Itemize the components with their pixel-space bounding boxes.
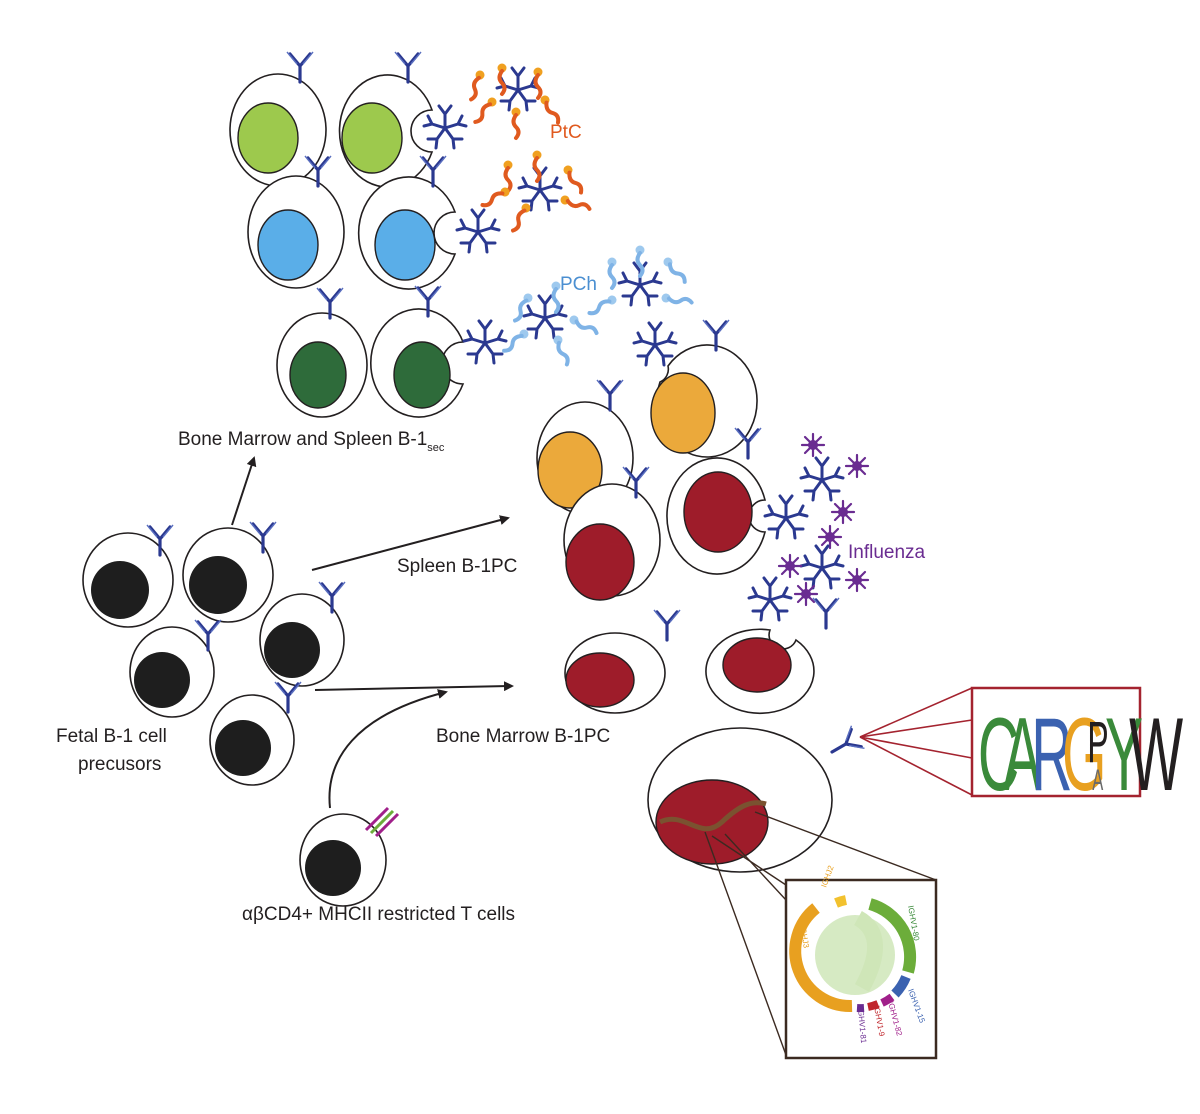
bm-b1pc-cell-1 xyxy=(564,608,682,714)
fetal-cell-3 xyxy=(129,618,223,718)
fetal-precursor-group xyxy=(82,520,347,786)
motif-letter-a: A xyxy=(1003,696,1041,812)
gene-panel-connector-lines xyxy=(704,811,937,1056)
ptc-complex-group xyxy=(464,61,593,235)
label-influenza: Influenza xyxy=(848,542,926,563)
svg-text:Bone Marrow and Spleen B-1sec: Bone Marrow and Spleen B-1sec xyxy=(178,429,445,454)
label-bone-marrow-spleen-sub: sec xyxy=(427,442,445,454)
spleen-b1pc-cell-red-1 xyxy=(563,465,661,601)
gene-label-ighj3: IGHJ3 xyxy=(798,925,811,949)
motif-letter-y: Y xyxy=(1105,696,1143,812)
spleen-b1pc-cell-red-2 xyxy=(666,426,809,575)
label-fetal-line1: Fetal B-1 cell xyxy=(56,726,167,747)
arrow-to-b1sec xyxy=(231,456,257,526)
circos-center xyxy=(815,915,895,995)
fetal-cell-5 xyxy=(209,680,303,786)
motif-letter-a-small: A xyxy=(1092,764,1104,797)
bm-b1pc-cell-2 xyxy=(705,596,841,715)
magnified-b1pc-cell xyxy=(647,724,867,873)
motif-letter-c: C xyxy=(978,696,1019,812)
label-ptc: PtC xyxy=(550,122,582,143)
b1sec-cell-lime-2 xyxy=(338,50,468,188)
label-bone-marrow-b1pc: Bone Marrow B-1PC xyxy=(436,726,610,747)
label-pch: PCh xyxy=(560,274,597,295)
b1sec-cell-group xyxy=(229,50,508,418)
arrow-to-spleen-b1pc xyxy=(311,515,510,571)
motif-letter-g: G xyxy=(1062,696,1106,812)
gene-label-ighv181: IGHV1-81 xyxy=(856,1007,868,1044)
spleen-b1pc-cell-group xyxy=(536,318,809,601)
b1sec-cell-blue-1 xyxy=(247,154,345,289)
b1sec-cell-lime-1 xyxy=(229,50,327,187)
arc-ighv115 xyxy=(891,974,911,998)
arc-ighv180 xyxy=(868,898,917,974)
fetal-cell-4 xyxy=(259,580,347,687)
arrow-to-bm-b1pc xyxy=(314,681,514,692)
spleen-b1pc-cell-orange-2 xyxy=(650,318,758,458)
label-bone-marrow-spleen-main: Bone Marrow and Spleen B-1 xyxy=(178,429,427,450)
motif-letter-r: R xyxy=(1031,696,1072,812)
motif-connector-lines xyxy=(859,687,973,796)
b1sec-cell-blue-2 xyxy=(357,154,501,290)
t-cell xyxy=(299,806,400,907)
label-t-cells: αβCD4+ MHCII restricted T cells xyxy=(242,904,515,925)
motif-letter-w: W xyxy=(1129,696,1183,812)
bone-marrow-b1pc-cell-group xyxy=(564,596,841,715)
chord-ighv180 xyxy=(853,910,883,992)
dna-strand xyxy=(658,800,767,832)
b1sec-cell-darkgreen-2 xyxy=(370,284,508,418)
arrow-t-cell-help xyxy=(328,689,448,809)
fetal-cell-1 xyxy=(82,523,175,628)
gene-usage-panel: IGHJ2 IGHV1-80 IGHJ3 IGHV1-15 IGHV1-82 I… xyxy=(784,864,938,1060)
arc-ighj3 xyxy=(789,903,853,1013)
motif-letter-p: P xyxy=(1087,710,1108,774)
influenza-complex-group xyxy=(747,432,870,622)
label-bone-marrow-spleen: Bone Marrow and Spleen B-1sec xyxy=(178,429,445,454)
tcr-receptor-icon xyxy=(364,806,400,838)
pch-complex-group xyxy=(499,243,695,368)
b1sec-cell-darkgreen-1 xyxy=(276,286,368,418)
arc-ighv182 xyxy=(880,993,895,1007)
arc-ighv19 xyxy=(867,1000,880,1011)
label-spleen-b1pc: Spleen B-1PC xyxy=(397,556,517,577)
arc-ighj2 xyxy=(834,895,848,908)
fetal-cell-2 xyxy=(182,520,278,623)
cdr3-motif-logo: C A R G P A Y W xyxy=(970,686,1183,812)
label-fetal-line2: precusors xyxy=(78,754,161,775)
